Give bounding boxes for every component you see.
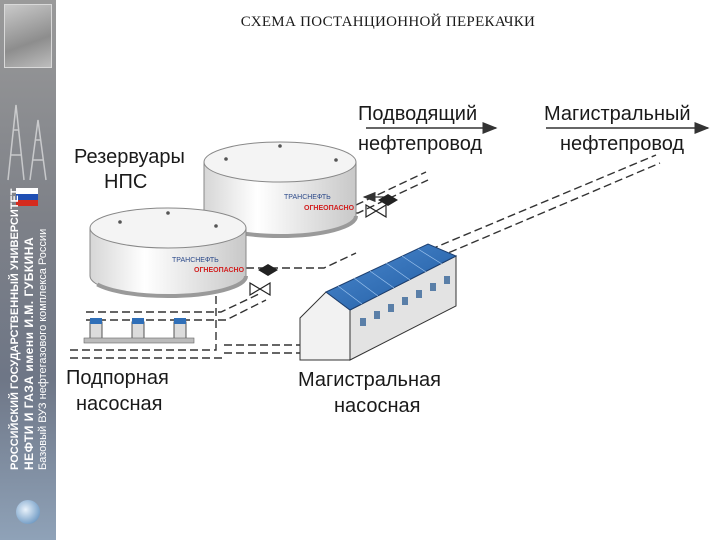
- university-name: РОССИЙСКИЙ ГОСУДАРСТВЕННЫЙ УНИВЕРСИТЕТ Н…: [8, 0, 52, 471]
- label-booster-line2: насосная: [76, 393, 163, 415]
- main-pumping-building: [299, 243, 458, 361]
- pump-icon: [173, 318, 187, 341]
- university-line-2: НЕФТИ И ГАЗА имени И.М. ГУБКИНА: [22, 236, 36, 470]
- valve-icon: [258, 264, 278, 276]
- pump-icon: [89, 318, 103, 341]
- label-tanks: Резервуары НПС: [74, 146, 185, 193]
- tank-back-warning: ОГНЕОПАСНО: [304, 205, 355, 212]
- tank-back-brand: ТРАНСНЕФТЬ: [284, 194, 331, 201]
- pumping-scheme-diagram: ТРАНСНЕФТЬ ОГНЕОПАСНО ТРАНСНЕФТЬ ОГНЕОПА…: [66, 103, 710, 417]
- valve-icon: [249, 203, 387, 297]
- oil-derrick-icon: [7, 104, 47, 181]
- storage-tank-back: ТРАНСНЕФТЬ ОГНЕОПАСНО: [202, 141, 358, 238]
- label-inlet-line2: нефтепровод: [358, 133, 482, 155]
- label-mainpump-line1: Магистральная: [298, 369, 441, 391]
- globe-logo-icon: [16, 500, 40, 524]
- storage-tank-front: ТРАНСНЕФТЬ ОГНЕОПАСНО: [88, 207, 248, 298]
- russian-flag-icon: [16, 188, 38, 206]
- university-line-3: Базовый ВУЗ нефтегазового комплекса Росс…: [37, 228, 49, 470]
- label-main-line2: нефтепровод: [560, 133, 684, 155]
- label-booster-line1: Подпорная: [66, 367, 169, 389]
- slide-title: СХЕМА ПОСТАНЦИОННОЙ ПЕРЕКАЧКИ: [240, 14, 536, 30]
- label-mainpump-line2: насосная: [334, 395, 421, 417]
- label-tanks-line2: НПС: [104, 171, 147, 193]
- label-inlet-line1: Подводящий: [358, 103, 477, 125]
- label-main-line1: Магистральный: [544, 103, 691, 125]
- label-booster-station: Подпорная насосная: [66, 367, 169, 415]
- tank-front-brand: ТРАНСНЕФТЬ: [172, 257, 219, 264]
- valve-icon: [378, 194, 398, 206]
- label-tanks-line1: Резервуары: [74, 146, 185, 168]
- label-main-pumping-station: Магистральная насосная: [298, 369, 441, 417]
- pump-icon: [131, 318, 145, 341]
- university-line-1: РОССИЙСКИЙ ГОСУДАРСТВЕННЫЙ УНИВЕРСИТЕТ: [9, 188, 21, 471]
- label-inlet-pipeline: Подводящий нефтепровод: [358, 103, 482, 155]
- tank-front-warning: ОГНЕОПАСНО: [194, 267, 245, 274]
- founder-portrait: [4, 4, 52, 68]
- label-main-pipeline: Магистральный нефтепровод: [544, 103, 691, 155]
- booster-pumps: [83, 318, 195, 344]
- university-sidebar: РОССИЙСКИЙ ГОСУДАРСТВЕННЫЙ УНИВЕРСИТЕТ Н…: [0, 0, 56, 540]
